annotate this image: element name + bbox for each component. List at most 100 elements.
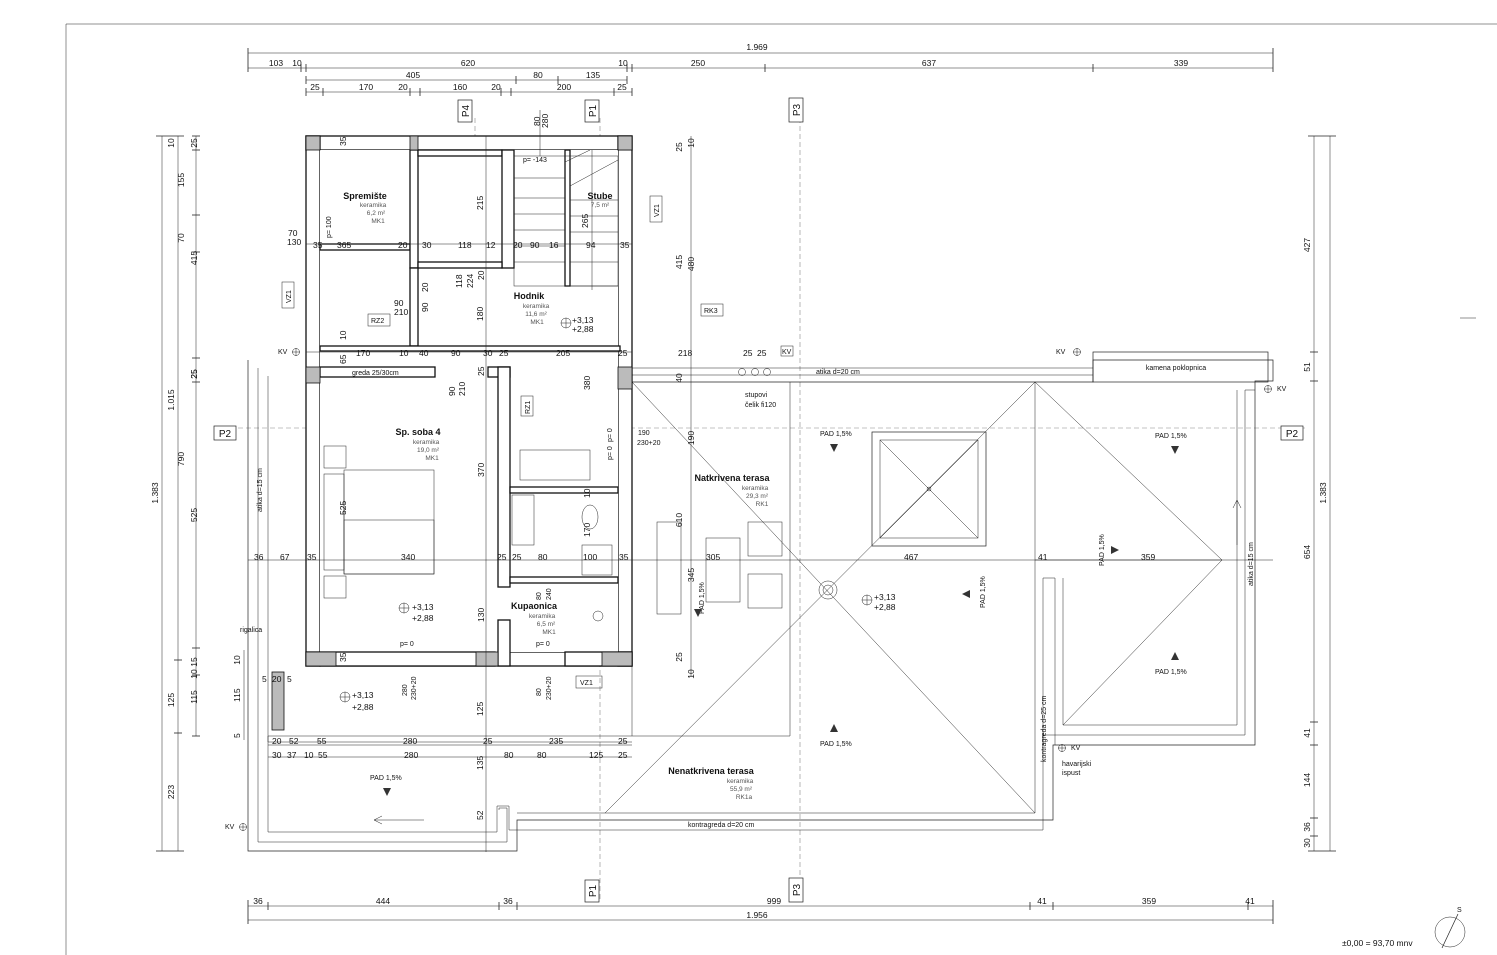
room-nenatkrivena-area: 55,9 m² <box>730 786 753 793</box>
svg-text:90: 90 <box>420 302 430 312</box>
svg-text:230+20: 230+20 <box>546 676 553 700</box>
svg-text:25: 25 <box>618 348 628 358</box>
room-hodnik-name: Hodnik <box>514 291 545 301</box>
svg-text:5: 5 <box>262 674 267 684</box>
elevation-markers: +3,13 +2,88 +3,13 +2,88 +3,13 +2,88 +3,1… <box>339 157 896 712</box>
room-nenatkrivena-code: RK1a <box>736 794 753 801</box>
svg-text:KV: KV <box>1056 349 1066 356</box>
dim-left-in-0: 25 <box>189 138 199 148</box>
dim-left3-6: 525 <box>189 508 199 522</box>
svg-text:80: 80 <box>537 750 547 760</box>
room-hodnik-code: MK1 <box>530 319 544 326</box>
svg-text:KV: KV <box>1071 745 1081 752</box>
svg-text:467: 467 <box>904 552 918 562</box>
dim-right-2: 654 <box>1302 545 1312 559</box>
elev-soba: +3,13 +2,88 <box>398 602 434 623</box>
svg-text:36: 36 <box>254 552 264 562</box>
elev-terasa: +3,13 +2,88 <box>861 592 896 612</box>
svg-text:25: 25 <box>476 366 486 376</box>
left-dimensions: 1.383 1.015 125 223 10 155 70 415 25 790… <box>150 135 245 852</box>
svg-text:20: 20 <box>272 736 282 746</box>
axis-p1-bottom: P1 <box>588 884 599 897</box>
svg-text:37: 37 <box>287 750 297 760</box>
room-stube-area: 7,5 m² <box>591 202 610 209</box>
label-kontragreda-right: kontragreda d=25 cm <box>1041 695 1048 762</box>
dim-right-4: 144 <box>1302 773 1312 787</box>
dim-rin-1: 10 <box>686 138 696 148</box>
dim-rin-3: 480 <box>686 257 696 271</box>
dim-rin-7: 345 <box>686 568 696 582</box>
svg-text:25: 25 <box>483 736 493 746</box>
svg-text:35: 35 <box>307 552 317 562</box>
label-rk3: RK3 <box>704 308 718 315</box>
dim-top3-2: 20 <box>398 82 408 92</box>
svg-text:67: 67 <box>280 552 290 562</box>
axis-p2-left: P2 <box>219 429 232 440</box>
svg-text:10: 10 <box>582 488 592 498</box>
room-soba-floor: keramika <box>413 439 440 446</box>
room-stube-name: Stube <box>587 191 612 201</box>
dim-top1-1: 10 <box>292 58 302 68</box>
svg-text:340: 340 <box>401 552 415 562</box>
dim-right-total: 1.383 <box>1318 482 1328 504</box>
svg-text:VZ1: VZ1 <box>286 290 293 303</box>
room-natkrivena-name: Natkrivena terasa <box>694 473 770 483</box>
dim-top2-0: 405 <box>406 70 420 80</box>
room-spremiste-code: MK1 <box>371 218 385 225</box>
dim-left-in-1: 15 <box>189 657 199 667</box>
svg-text:35: 35 <box>338 136 348 146</box>
svg-text:525: 525 <box>338 501 348 515</box>
svg-text:RZ2: RZ2 <box>371 318 384 325</box>
north-arrow: S <box>1434 907 1466 949</box>
svg-text:240: 240 <box>546 588 553 600</box>
kv-markers: KV KV KV KV KV KV <box>225 345 1287 831</box>
svg-text:10: 10 <box>304 750 314 760</box>
svg-text:+2,88: +2,88 <box>874 602 896 612</box>
svg-text:KV: KV <box>225 824 235 831</box>
svg-text:20: 20 <box>513 240 523 250</box>
svg-text:30: 30 <box>422 240 432 250</box>
dim-bot-2: 36 <box>503 896 513 906</box>
svg-text:230+20: 230+20 <box>411 676 418 700</box>
svg-text:55: 55 <box>318 750 328 760</box>
label-greda: greda 25/30cm <box>352 370 399 377</box>
label-rigalica: rigalica <box>240 627 262 634</box>
svg-text:80: 80 <box>536 688 543 696</box>
svg-text:25: 25 <box>757 348 767 358</box>
room-kupaonica-floor: keramika <box>529 613 556 620</box>
dim-left3-2: 70 <box>176 233 186 243</box>
svg-text:+3,13: +3,13 <box>412 602 434 612</box>
dim-top-total: 1.969 <box>746 42 768 52</box>
right-dimensions: 1.383 427 51 654 41 144 36 30 25 10 415 … <box>674 135 1336 852</box>
svg-text:235: 235 <box>549 736 563 746</box>
elev-vanjski: +3,13 +2,88 <box>339 690 374 712</box>
slope-3: PAD 1,5% <box>980 576 987 608</box>
room-natkrivena-code: RK1 <box>756 501 769 508</box>
dim-bot-0: 36 <box>253 896 263 906</box>
svg-text:55: 55 <box>317 736 327 746</box>
svg-text:40: 40 <box>419 348 429 358</box>
label-havarijski1: havarijski <box>1062 761 1092 768</box>
dim-right-3: 41 <box>1302 728 1312 738</box>
svg-text:359: 359 <box>1141 552 1155 562</box>
dim-left2-0: 1.015 <box>166 389 176 411</box>
dim-left3-0: 10 <box>166 138 176 148</box>
svg-text:KV: KV <box>1277 386 1287 393</box>
roof-ridges <box>604 381 1223 814</box>
slope-markers: PAD 1,5% PAD 1,5% PAD 1,5% PAD 1,5% PAD … <box>370 431 1242 825</box>
svg-text:+2,88: +2,88 <box>572 324 594 334</box>
svg-text:100: 100 <box>583 552 597 562</box>
room-kupaonica-name: Kupaonica <box>511 601 558 611</box>
dim-top3-0: 25 <box>310 82 320 92</box>
svg-text:280: 280 <box>540 114 550 128</box>
svg-text:170: 170 <box>356 348 370 358</box>
svg-text:280: 280 <box>402 684 409 696</box>
svg-text:210: 210 <box>457 382 467 396</box>
svg-text:25: 25 <box>618 750 628 760</box>
datum-note: ±0,00 = 93,70 mnv <box>1342 938 1413 948</box>
svg-text:218: 218 <box>678 348 692 358</box>
dim-bot-3: 999 <box>767 896 781 906</box>
dim-right-1: 51 <box>1302 362 1312 372</box>
dim-right-6: 30 <box>1302 838 1312 848</box>
